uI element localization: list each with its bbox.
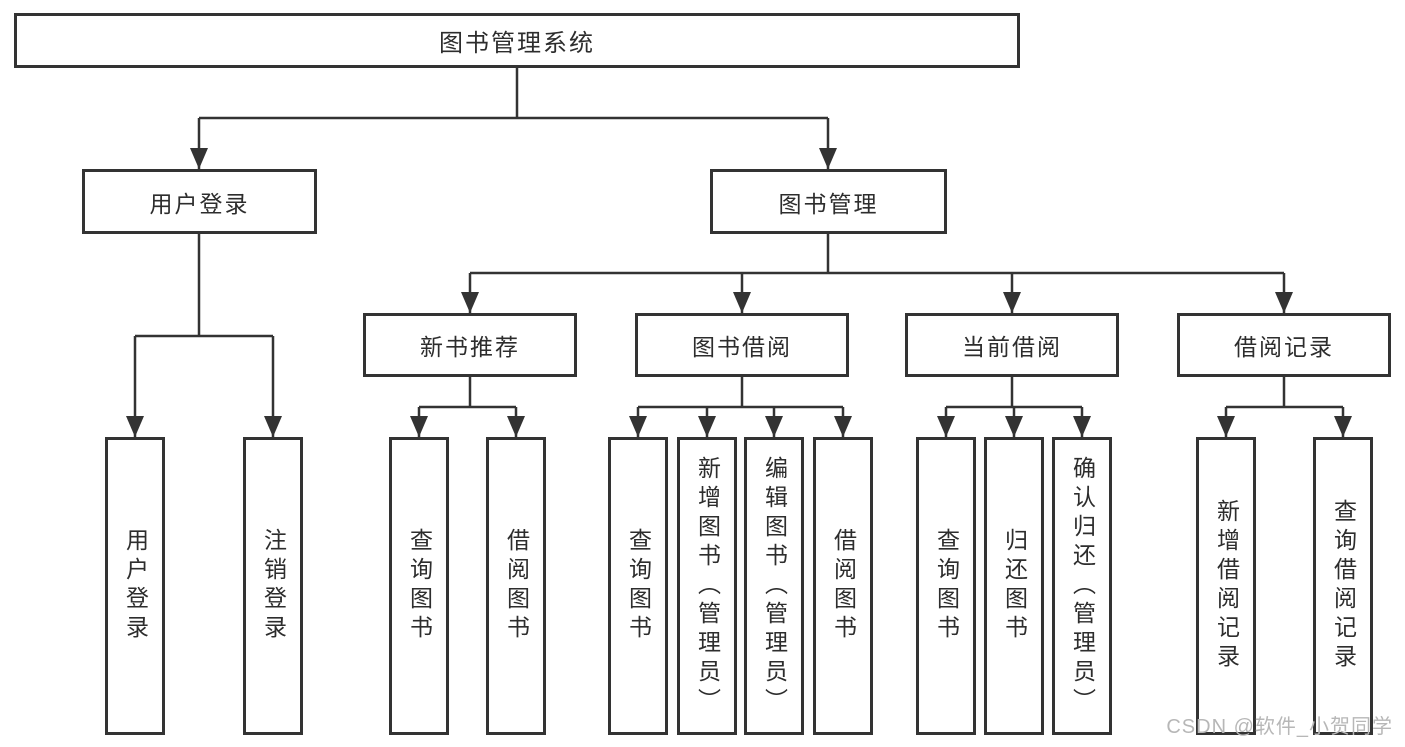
arrowhead-down-icon — [264, 416, 282, 437]
arrowhead-down-icon — [1003, 292, 1021, 313]
node-label-v-user-login: 用户登录 — [122, 528, 149, 644]
node-label-v-add-books-admin: 新增图书（管理员） — [694, 455, 721, 717]
node-v-borrow-books-1: 借阅图书 — [486, 437, 546, 735]
node-v-query-books-1: 查询图书 — [389, 437, 449, 735]
node-label-v-query-borrow-record: 查询借阅记录 — [1330, 499, 1357, 673]
node-book-management: 图书管理 — [710, 169, 947, 234]
arrowhead-down-icon — [937, 416, 955, 437]
node-borrowing-records: 借阅记录 — [1177, 313, 1391, 377]
node-label-user-login: 用户登录 — [149, 190, 250, 217]
arrowhead-down-icon — [461, 292, 479, 313]
node-v-query-books-3: 查询图书 — [916, 437, 976, 735]
node-label-v-query-books-2: 查询图书 — [625, 528, 652, 644]
node-root: 图书管理系统 — [14, 13, 1020, 68]
arrowhead-down-icon — [126, 416, 144, 437]
node-label-v-borrow-books-1: 借阅图书 — [503, 528, 530, 644]
node-label-v-borrow-books-2: 借阅图书 — [830, 528, 857, 644]
node-label-root: 图书管理系统 — [439, 30, 595, 57]
node-v-logout: 注销登录 — [243, 437, 303, 735]
arrowhead-down-icon — [190, 148, 208, 169]
arrowhead-down-icon — [1005, 416, 1023, 437]
node-v-return-books: 归还图书 — [984, 437, 1044, 735]
node-v-user-login: 用户登录 — [105, 437, 165, 735]
node-v-add-books-admin: 新增图书（管理员） — [677, 437, 737, 735]
arrowhead-down-icon — [698, 416, 716, 437]
arrowhead-down-icon — [733, 292, 751, 313]
node-current-borrowing: 当前借阅 — [905, 313, 1119, 377]
node-label-v-query-books-3: 查询图书 — [933, 528, 960, 644]
node-label-v-return-books: 归还图书 — [1001, 528, 1028, 644]
node-label-v-query-books-1: 查询图书 — [406, 528, 433, 644]
arrowhead-down-icon — [629, 416, 647, 437]
node-v-edit-books-admin: 编辑图书（管理员） — [744, 437, 804, 735]
node-book-borrowing: 图书借阅 — [635, 313, 849, 377]
arrowhead-down-icon — [1217, 416, 1235, 437]
node-label-current-borrowing: 当前借阅 — [962, 334, 1062, 360]
arrowhead-down-icon — [1334, 416, 1352, 437]
watermark-text: CSDN @软件_小贺同学 — [1166, 716, 1393, 738]
node-v-query-books-2: 查询图书 — [608, 437, 668, 735]
node-user-login: 用户登录 — [82, 169, 317, 234]
node-v-add-borrow-record: 新增借阅记录 — [1196, 437, 1256, 735]
node-label-v-edit-books-admin: 编辑图书（管理员） — [761, 455, 788, 717]
arrowhead-down-icon — [410, 416, 428, 437]
node-new-book-recommend: 新书推荐 — [363, 313, 577, 377]
node-label-v-confirm-return-admin: 确认归还（管理员） — [1069, 455, 1096, 717]
node-label-v-logout: 注销登录 — [260, 528, 287, 644]
node-label-new-book-recommend: 新书推荐 — [420, 334, 520, 360]
arrowhead-down-icon — [1275, 292, 1293, 313]
node-v-confirm-return-admin: 确认归还（管理员） — [1052, 437, 1112, 735]
node-label-book-management: 图书管理 — [778, 190, 879, 217]
node-label-v-add-borrow-record: 新增借阅记录 — [1213, 499, 1240, 673]
arrowhead-down-icon — [765, 416, 783, 437]
arrowhead-down-icon — [1073, 416, 1091, 437]
node-v-query-borrow-record: 查询借阅记录 — [1313, 437, 1373, 735]
arrowhead-down-icon — [834, 416, 852, 437]
arrowhead-down-icon — [507, 416, 525, 437]
node-v-borrow-books-2: 借阅图书 — [813, 437, 873, 735]
arrowhead-down-icon — [819, 148, 837, 169]
node-label-book-borrowing: 图书借阅 — [692, 334, 792, 360]
node-label-borrowing-records: 借阅记录 — [1234, 334, 1334, 360]
